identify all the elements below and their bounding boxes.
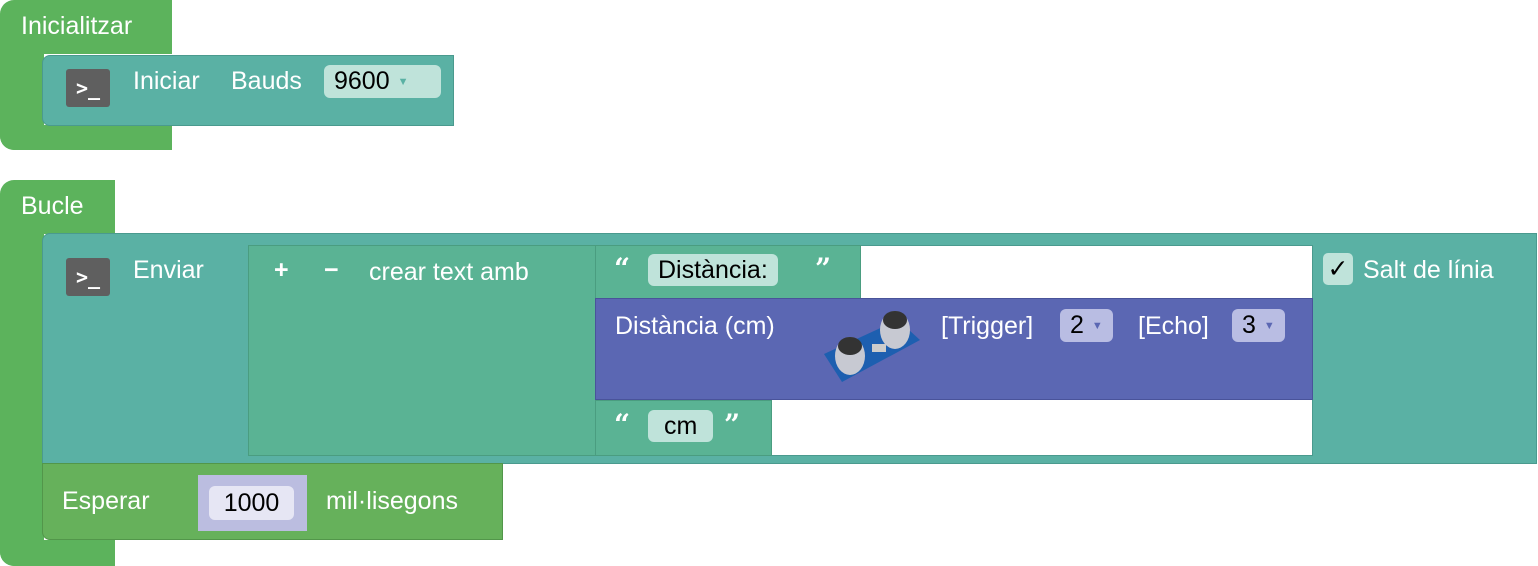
trigger-label: [Trigger] <box>941 312 1034 340</box>
loop-event-arm <box>0 220 44 566</box>
open-quote-icon: “ <box>614 252 631 285</box>
newline-label: Salt de línia <box>1363 256 1494 284</box>
close-quote-icon: ” <box>815 252 832 285</box>
serial-print-label: Enviar <box>133 256 204 284</box>
terminal-icon: >_ <box>66 69 110 107</box>
wait-label: Esperar <box>62 487 150 515</box>
loop-event-bottom <box>0 540 115 566</box>
dropdown-arrow-icon: ▼ <box>1091 320 1103 333</box>
text-field-distance[interactable]: Distància: <box>648 254 778 286</box>
add-item-button[interactable]: + <box>274 256 289 284</box>
setup-title: Inicialitzar <box>21 12 133 40</box>
bauds-dropdown[interactable]: 9600 ▼ <box>324 65 441 99</box>
text-field-cm[interactable]: cm <box>648 410 714 442</box>
newline-checkbox[interactable]: ✓ <box>1323 253 1353 285</box>
create-text-label: crear text amb <box>369 258 529 286</box>
trigger-pin-dropdown[interactable]: 2▼ <box>1060 309 1113 343</box>
close-quote-icon: ” <box>724 408 741 441</box>
dropdown-arrow-icon: ▼ <box>397 76 409 89</box>
wait-unit-label: mil·lisegons <box>326 487 458 515</box>
terminal-icon: >_ <box>66 258 110 296</box>
echo-pin-value: 3 <box>1242 311 1256 339</box>
setup-event-bottom <box>0 125 172 150</box>
trigger-pin-value: 2 <box>1070 311 1084 339</box>
ultrasonic-label: Distància (cm) <box>615 312 775 340</box>
create-text-block[interactable] <box>248 245 596 456</box>
echo-pin-dropdown[interactable]: 3▼ <box>1232 309 1285 343</box>
ultrasonic-sensor-icon <box>824 311 920 382</box>
ultrasonic-distance-block[interactable] <box>595 298 1313 400</box>
loop-title: Bucle <box>21 192 84 220</box>
bauds-value: 9600 <box>334 67 390 95</box>
serial-begin-label: Iniciar <box>133 67 200 95</box>
bauds-label: Bauds <box>231 67 302 95</box>
wait-value-field[interactable]: 1000 <box>209 486 294 520</box>
dropdown-arrow-icon: ▼ <box>1263 320 1275 333</box>
remove-item-button[interactable]: − <box>324 256 339 284</box>
echo-label: [Echo] <box>1138 312 1209 340</box>
open-quote-icon: “ <box>614 408 631 441</box>
